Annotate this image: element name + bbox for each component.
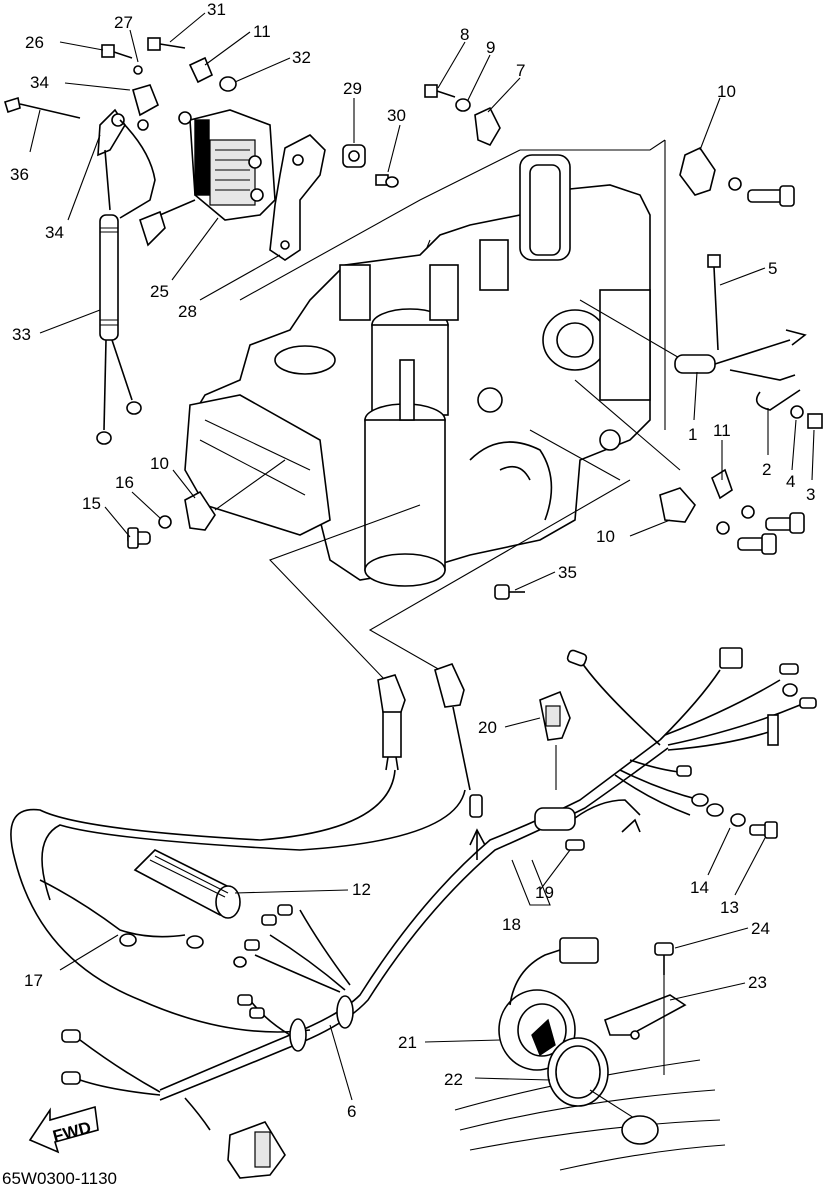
callout-23: 23 (748, 973, 767, 992)
callout-13: 13 (720, 898, 739, 917)
callout-14: 14 (690, 878, 709, 897)
bolt-26 (101, 44, 133, 59)
callout-1: 1 (688, 425, 697, 444)
callout-32: 32 (292, 48, 311, 67)
callout-33: 33 (12, 325, 31, 344)
callout-6: 6 (347, 1102, 356, 1121)
left-mid-parts (127, 459, 286, 549)
callout-22: 22 (444, 1070, 463, 1089)
callout-20: 20 (478, 718, 497, 737)
callout-11-right: 11 (713, 421, 731, 440)
callout-9: 9 (486, 38, 495, 57)
callout-29: 29 (343, 79, 362, 98)
callout-labels: 31 27 11 26 32 8 9 7 34 29 30 10 36 34 2… (10, 0, 815, 1121)
fwd-arrow-icon: FWD (28, 1105, 99, 1154)
callout-5: 5 (768, 259, 777, 278)
bolt-31 (147, 37, 186, 51)
callout-28: 28 (178, 302, 197, 321)
callout-35: 35 (558, 563, 577, 582)
bolt-8 (424, 84, 456, 98)
callout-31: 31 (207, 0, 226, 19)
callout-34-bottom: 34 (45, 223, 64, 242)
wiring-harness (10, 479, 817, 1179)
callout-10-right: 10 (596, 527, 615, 546)
callout-3: 3 (806, 485, 815, 504)
callout-18: 18 (502, 915, 521, 934)
callout-10-left: 10 (150, 454, 169, 473)
callout-34-top: 34 (30, 73, 49, 92)
callout-2: 2 (762, 460, 771, 479)
callout-24: 24 (751, 919, 770, 938)
diagram-code: 65W0300-1130 (2, 1169, 117, 1187)
callout-7: 7 (516, 61, 525, 80)
callout-8: 8 (460, 25, 469, 44)
callout-36: 36 (10, 165, 29, 184)
callout-26: 26 (25, 33, 44, 52)
callout-11: 11 (253, 22, 271, 41)
right-side-parts (494, 140, 823, 600)
cowling-parts (454, 937, 726, 1171)
callout-19: 19 (535, 883, 554, 902)
callout-21: 21 (398, 1033, 417, 1052)
callout-leaders (29, 12, 815, 1101)
callout-30: 30 (387, 106, 406, 125)
ignition-coil-assembly (4, 37, 501, 445)
callout-12: 12 (352, 880, 371, 899)
callout-25: 25 (150, 282, 169, 301)
callout-16: 16 (115, 473, 134, 492)
engine-block (184, 139, 701, 587)
callout-17: 17 (24, 971, 43, 990)
callout-4: 4 (786, 472, 795, 491)
callout-27: 27 (114, 13, 133, 32)
callout-15: 15 (82, 494, 101, 513)
callout-10-top: 10 (717, 82, 736, 101)
